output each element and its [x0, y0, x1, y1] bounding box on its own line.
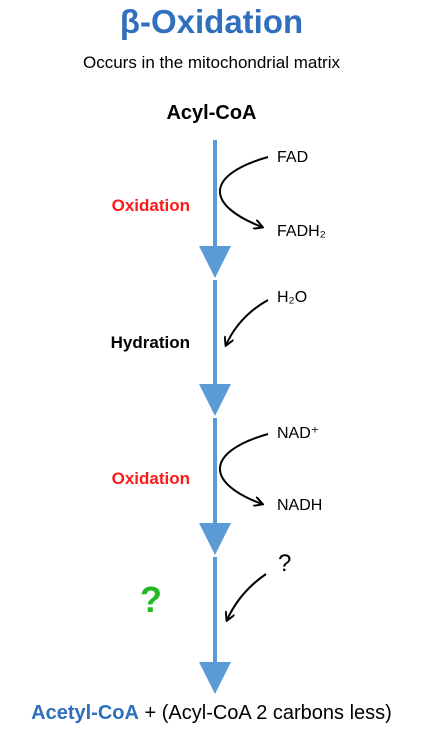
cofactor-arrow-2 — [226, 299, 269, 345]
start-substrate-label: Acyl-CoA — [166, 102, 257, 124]
step-3-cofactor-in: NAD⁺ — [277, 425, 320, 442]
page-title: β-Oxidation — [119, 3, 304, 40]
product-acetyl-coa: Acetyl-CoA — [31, 702, 139, 724]
step-4-label: ? — [140, 579, 162, 620]
cofactor-arrow-4 — [227, 573, 267, 620]
step-1-label: Oxidation — [111, 196, 190, 215]
step-1-cofactor-in: FAD — [277, 149, 309, 166]
cofactor-arrow-3 — [219, 433, 269, 504]
step-3-label: Oxidation — [111, 469, 190, 488]
cofactor-arrow-1 — [219, 156, 269, 227]
step-3-cofactor-out: NADH — [277, 497, 323, 514]
step-2-cofactor-in: H₂O — [277, 289, 308, 306]
product-remainder: + (Acyl-CoA 2 carbons less) — [144, 702, 392, 724]
step-2-label: Hydration — [110, 333, 190, 352]
step-4-cofactor-in: ? — [278, 550, 292, 577]
final-products: Acetyl-CoA + (Acyl-CoA 2 carbons less) — [0, 700, 423, 726]
step-1-cofactor-out: FADH₂ — [277, 223, 326, 240]
subtitle: Occurs in the mitochondrial matrix — [83, 53, 340, 72]
